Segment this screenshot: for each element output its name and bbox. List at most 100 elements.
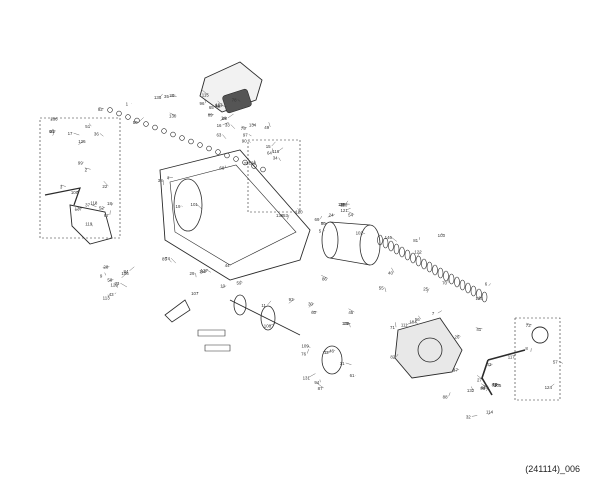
part-label: 22 xyxy=(102,184,107,189)
part-label: 113 xyxy=(103,295,111,300)
part-label: 10 xyxy=(220,284,225,289)
part-label: 51 xyxy=(85,124,90,129)
leader-line xyxy=(558,361,563,364)
leader-line xyxy=(448,392,451,397)
part-label: 83 xyxy=(492,382,497,387)
part-label: 57 xyxy=(553,359,558,364)
leader-line xyxy=(406,321,414,325)
part-label: 101 xyxy=(191,202,199,207)
small-part xyxy=(215,149,221,155)
leader-lines xyxy=(50,89,563,417)
part-label: 137 xyxy=(75,207,83,212)
part-label: 72 xyxy=(526,323,531,328)
part-label: 130 xyxy=(169,113,177,118)
part-label: 5 xyxy=(319,229,322,234)
part-label: 79 xyxy=(241,126,246,131)
part-label: 88 xyxy=(443,394,448,399)
part-label: 133 xyxy=(215,102,223,107)
part-label: 52 xyxy=(99,206,104,211)
part-label: 93 xyxy=(289,297,294,302)
leader-line xyxy=(306,349,309,354)
shim-washer xyxy=(426,261,433,273)
part-label: 14 xyxy=(221,116,226,121)
reel-body-frame xyxy=(159,149,311,281)
part-label: 16 xyxy=(217,123,222,128)
leader-line xyxy=(457,334,461,337)
leader-line xyxy=(297,208,302,212)
side-plate-assembly xyxy=(394,317,463,379)
part-label: 64 xyxy=(267,151,272,156)
part-label: 11 xyxy=(261,303,266,308)
leader-line xyxy=(241,125,247,128)
part-label: 117 xyxy=(508,355,516,360)
part-label: 110 xyxy=(340,202,348,207)
shim-washer xyxy=(382,237,389,249)
part-label: 49 xyxy=(264,125,269,130)
part-label: 66 xyxy=(49,129,54,134)
plate xyxy=(197,329,226,337)
shim-washer xyxy=(432,264,438,276)
leader-line xyxy=(248,159,250,164)
small-part xyxy=(251,163,257,169)
part-label: 90 xyxy=(242,139,247,144)
small-part xyxy=(152,124,158,131)
leader-line xyxy=(272,148,274,153)
part-label: 120 xyxy=(295,210,303,215)
part-label: 138 xyxy=(276,213,284,218)
washer xyxy=(233,294,247,316)
leader-line xyxy=(417,251,421,257)
leader-line xyxy=(345,362,352,365)
part-label: 44 xyxy=(225,263,230,268)
part-label: 3 xyxy=(60,185,63,190)
leader-line xyxy=(477,375,484,380)
small-part xyxy=(242,159,248,166)
leader-line xyxy=(268,122,271,127)
small-part xyxy=(170,131,176,138)
part-label: 100 xyxy=(71,190,79,195)
shim-washer xyxy=(399,246,405,258)
part-label: 35 xyxy=(164,94,169,99)
part-label: 70 xyxy=(442,281,447,286)
part-outlines xyxy=(39,61,561,401)
shim-washer xyxy=(404,249,411,261)
leader-line xyxy=(222,134,227,139)
leader-line xyxy=(170,95,177,97)
leader-line xyxy=(348,211,355,215)
part-label: 80 xyxy=(321,221,326,226)
leader-line xyxy=(418,315,421,320)
part-label: 13 xyxy=(492,382,497,387)
part-label: 108 xyxy=(264,324,272,329)
leader-line xyxy=(170,257,176,264)
part-label: 41 xyxy=(476,327,481,332)
leader-line xyxy=(320,215,322,219)
part-label: 111 xyxy=(401,323,408,328)
leader-line xyxy=(271,141,276,147)
part-label: 85 xyxy=(162,257,167,262)
leader-line xyxy=(278,147,284,152)
shim-washer xyxy=(415,255,422,267)
clamp-arm xyxy=(44,187,81,206)
group-box xyxy=(247,139,301,213)
part-label: 77 xyxy=(483,385,488,390)
part-label: 103 xyxy=(438,233,446,238)
part-label: 129 xyxy=(342,321,350,326)
part-label: 45 xyxy=(348,310,353,315)
part-label: 50 xyxy=(133,120,138,125)
part-label: 62 xyxy=(481,385,486,390)
leader-line xyxy=(88,123,92,127)
part-label: 123 xyxy=(475,296,483,301)
leader-line xyxy=(195,273,197,278)
leader-line xyxy=(200,271,206,275)
washer xyxy=(260,305,276,331)
part-label: 139 xyxy=(338,202,346,207)
leader-line xyxy=(415,321,419,325)
leader-line xyxy=(181,205,183,207)
leader-line xyxy=(346,208,351,210)
leader-line xyxy=(513,354,517,357)
part-label: 53 xyxy=(283,213,288,218)
small-part xyxy=(107,107,113,113)
leader-line xyxy=(493,384,498,387)
leader-line xyxy=(396,354,399,357)
part-label: 124 xyxy=(545,385,553,390)
leader-line xyxy=(237,99,241,102)
